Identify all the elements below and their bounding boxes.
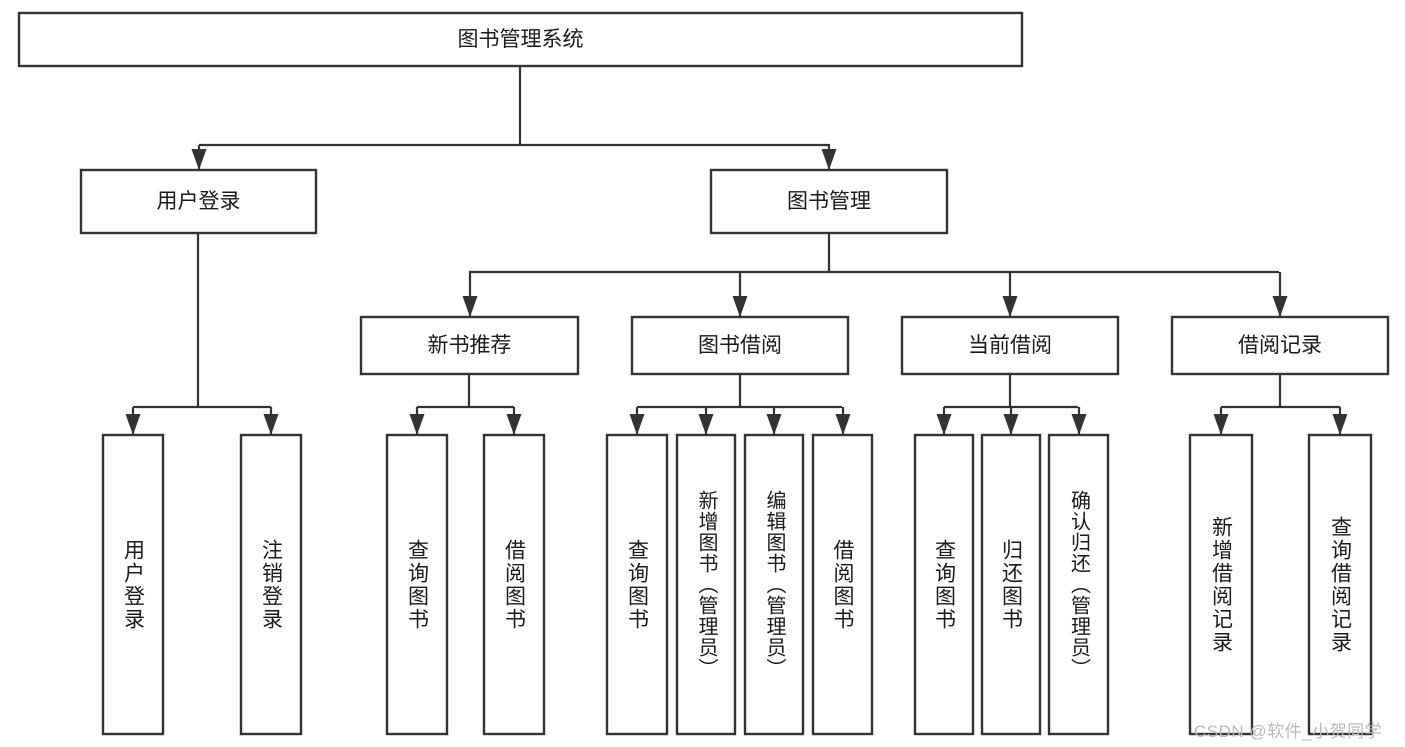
arrow-head-icon-l_query_book_2 [629,414,645,435]
arrow-head-icon-l_query_book_1 [409,414,425,435]
arrow-head-icon-l_edit_book [766,414,782,435]
node-box-n_new_rec[interactable] [359,315,580,376]
node-box-root[interactable] [17,11,1024,68]
node-box-l_user_logout[interactable] [239,433,303,736]
node-label-n_user_login: 用户登录 [157,190,241,213]
arrow-head-icon-l_borrow_book_2 [835,414,851,435]
node-box-n_book_mgmt[interactable] [709,168,949,235]
arrow-head-icon-n_records [1272,296,1288,317]
arrow-head-icon-l_query_book_3 [936,414,952,435]
node-box-l_query_book_3[interactable] [913,433,975,736]
arrow-head-icon-l_query_record [1332,414,1348,435]
node-box-l_return_book[interactable] [980,433,1042,736]
arrow-head-icon-l_add_record [1213,414,1229,435]
edges-layer [125,66,1348,435]
arrow-head-icon-n_borrow [732,296,748,317]
node-label-n_book_mgmt: 图书管理 [787,190,871,213]
node-label-n_borrow: 图书借阅 [698,334,782,357]
node-label-n_records: 借阅记录 [1238,334,1322,357]
node-box-l_query_book_2[interactable] [605,433,669,736]
boxes-layer [17,11,1390,736]
node-box-l_confirm_return[interactable] [1047,433,1110,736]
node-label-root: 图书管理系统 [458,28,584,51]
arrow-head-icon-l_user_login [125,414,141,435]
node-label-n_current: 当前借阅 [968,334,1052,357]
arrow-head-icon-l_user_logout [263,414,279,435]
node-box-l_user_login[interactable] [101,433,165,736]
arrow-head-icon-n_user_login [191,149,207,170]
node-box-n_current[interactable] [900,315,1120,376]
arrow-head-icon-n_new_rec [462,296,478,317]
node-box-l_borrow_book_1[interactable] [482,433,546,736]
arrow-head-icon-l_add_book [698,414,714,435]
node-box-l_query_book_1[interactable] [385,433,449,736]
arrow-head-icon-l_confirm_return [1071,414,1087,435]
arrow-head-icon-n_book_mgmt [821,149,837,170]
node-box-l_query_record[interactable] [1307,433,1373,736]
arrow-head-icon-n_current [1002,296,1018,317]
arrow-head-icon-l_borrow_book_1 [506,414,522,435]
node-box-l_edit_book[interactable] [743,433,805,736]
node-box-n_borrow[interactable] [630,315,850,376]
node-box-n_user_login[interactable] [79,168,318,235]
node-label-n_new_rec: 新书推荐 [428,334,512,357]
arrow-head-icon-l_return_book [1003,414,1019,435]
node-box-l_borrow_book_2[interactable] [811,433,874,736]
node-box-l_add_record[interactable] [1188,433,1254,736]
node-box-l_add_book[interactable] [675,433,737,736]
watermark-text: CSDN @软件_小贺同学 [1194,722,1383,741]
node-box-n_records[interactable] [1170,315,1390,376]
